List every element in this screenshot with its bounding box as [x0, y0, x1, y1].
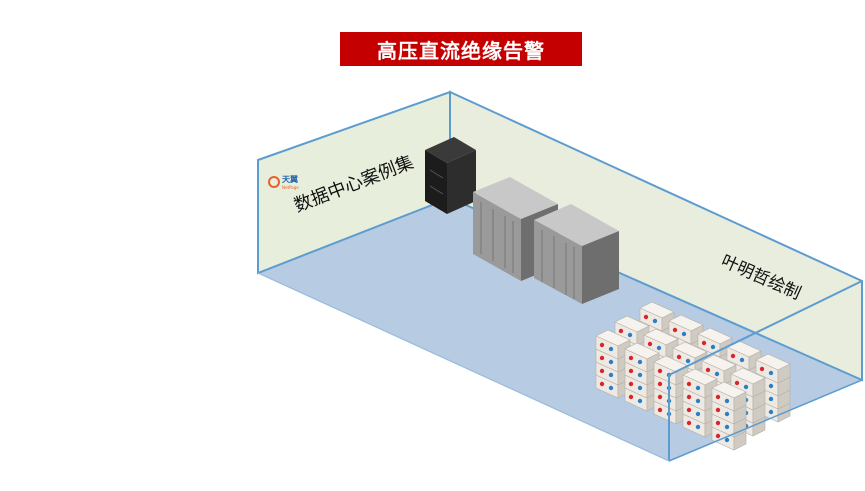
- positive-terminal: [759, 366, 765, 372]
- negative-terminal: [637, 385, 643, 391]
- battery-stack: [711, 381, 747, 451]
- positive-terminal: [686, 407, 692, 413]
- negative-terminal: [695, 424, 701, 430]
- negative-terminal: [739, 357, 745, 363]
- negative-terminal: [724, 424, 730, 430]
- logo-subtext: NetPage: [282, 185, 299, 190]
- negative-terminal: [724, 411, 730, 417]
- negative-terminal: [724, 398, 730, 404]
- negative-terminal: [710, 344, 716, 350]
- negative-terminal: [714, 371, 720, 377]
- room-front-bottom: [668, 379, 863, 462]
- positive-terminal: [730, 353, 736, 359]
- negative-terminal: [608, 385, 614, 391]
- negative-terminal: [695, 411, 701, 417]
- negative-terminal: [695, 398, 701, 404]
- negative-terminal: [768, 370, 774, 376]
- positive-terminal: [676, 354, 682, 360]
- positive-terminal: [686, 420, 692, 426]
- positive-terminal: [715, 420, 721, 426]
- positive-terminal: [715, 407, 721, 413]
- negative-terminal: [768, 409, 774, 415]
- positive-terminal: [686, 394, 692, 400]
- positive-terminal: [657, 407, 663, 413]
- negative-terminal: [637, 372, 643, 378]
- positive-terminal: [715, 433, 721, 439]
- negative-terminal: [681, 331, 687, 337]
- positive-terminal: [657, 368, 663, 374]
- negative-terminal: [695, 385, 701, 391]
- negative-terminal: [685, 358, 691, 364]
- negative-terminal: [627, 332, 633, 338]
- positive-terminal: [705, 367, 711, 373]
- negative-terminal: [768, 383, 774, 389]
- positive-terminal: [599, 342, 605, 348]
- tianyi-logo: 天翼 NetPage: [268, 174, 299, 190]
- negative-terminal: [652, 318, 658, 324]
- positive-terminal: [599, 381, 605, 387]
- positive-terminal: [599, 368, 605, 374]
- positive-terminal: [628, 394, 634, 400]
- positive-terminal: [734, 380, 740, 386]
- dark-rack-cabinet: [425, 137, 476, 214]
- battery-bank: [595, 301, 791, 451]
- negative-terminal: [743, 384, 749, 390]
- positive-terminal: [701, 340, 707, 346]
- positive-terminal: [686, 381, 692, 387]
- room-front-edge: [668, 280, 863, 461]
- positive-terminal: [618, 328, 624, 334]
- positive-terminal: [647, 341, 653, 347]
- positive-terminal: [599, 355, 605, 361]
- page-title: 高压直流绝缘告警: [340, 32, 582, 66]
- negative-terminal: [608, 359, 614, 365]
- power-cabinet-right: [534, 204, 619, 304]
- positive-terminal: [657, 394, 663, 400]
- logo-text: 天翼: [282, 174, 298, 184]
- positive-terminal: [657, 381, 663, 387]
- negative-terminal: [656, 345, 662, 351]
- negative-terminal: [637, 398, 643, 404]
- negative-terminal: [724, 437, 730, 443]
- positive-terminal: [715, 394, 721, 400]
- negative-terminal: [768, 396, 774, 402]
- negative-terminal: [608, 346, 614, 352]
- positive-terminal: [643, 314, 649, 320]
- battery-stack: [595, 329, 631, 399]
- positive-terminal: [628, 368, 634, 374]
- room-front-left: [257, 272, 670, 462]
- negative-terminal: [608, 372, 614, 378]
- positive-terminal: [628, 355, 634, 361]
- positive-terminal: [672, 327, 678, 333]
- positive-terminal: [628, 381, 634, 387]
- negative-terminal: [637, 359, 643, 365]
